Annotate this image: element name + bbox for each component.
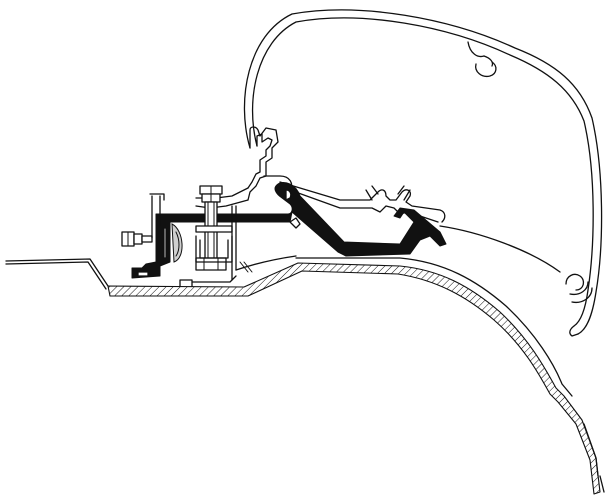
- case-top-clip: [467, 41, 497, 78]
- roof-panel: [5, 257, 605, 495]
- side-bolt-icon: [121, 231, 153, 247]
- rubber-seal-icon: [171, 223, 183, 263]
- mounting-rail: [195, 126, 446, 223]
- support-blocks: [179, 205, 297, 289]
- bolt-assembly: [121, 185, 233, 271]
- case-bottom-clip: [565, 273, 593, 304]
- hex-bolt-icon: [199, 185, 223, 265]
- hex-nut-icon: [195, 257, 227, 271]
- adapter-bracket: [131, 182, 447, 279]
- awning-case: [243, 9, 603, 337]
